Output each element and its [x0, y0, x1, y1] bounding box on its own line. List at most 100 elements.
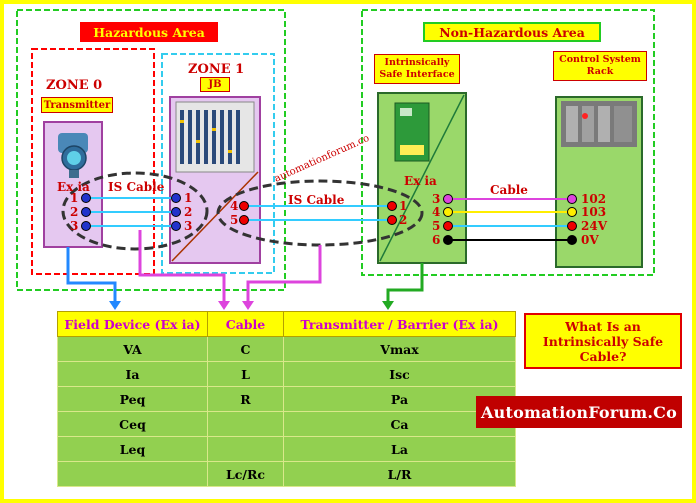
barrier-out-5: 5: [432, 219, 440, 233]
header-cable: Cable: [207, 311, 284, 337]
terminal-0v: [567, 235, 577, 245]
isi-label: Intrinsically Safe Interface: [374, 54, 460, 84]
terminal-24v: [567, 221, 577, 231]
jb-output-numbers: 4 5: [230, 199, 238, 227]
barrier-out-4: 4: [432, 205, 440, 219]
jb-input-terminals: [171, 193, 181, 231]
arrowhead-cable-2: [242, 301, 254, 310]
table-cell: La: [283, 436, 516, 462]
arrowhead-barrier: [382, 301, 394, 310]
arrow-field-device: [66, 247, 117, 303]
barrier-output-numbers: 3 4 5 6: [432, 192, 440, 247]
jb-in-2: 2: [184, 205, 192, 219]
parameter-table: Field Device (Ex ia) Cable Transmitter /…: [57, 311, 516, 487]
table-cell: [207, 436, 284, 462]
question-line2: Intrinsically Safe: [542, 333, 664, 349]
question-box: What Is an Intrinsically Safe Cable?: [524, 313, 682, 369]
rack-photo: [561, 101, 637, 147]
tx-terminal-3: 3: [70, 219, 78, 233]
is-cable-2-label: IS Cable: [288, 193, 345, 207]
header-barrier: Transmitter / Barrier (Ex ia): [283, 311, 516, 337]
rack-label: Control System Rack: [553, 51, 647, 81]
rack-label-line1: Control System: [559, 54, 641, 65]
table-cell: Peq: [57, 386, 208, 412]
barrier-device-icon: [394, 102, 430, 162]
jb-in-1: 1: [184, 191, 192, 205]
table-cell: R: [207, 386, 284, 412]
zone1-label: ZONE 1: [188, 62, 244, 77]
arrow-barrier: [386, 263, 424, 303]
rack-terminal-labels: 102 103 24V 0V: [581, 192, 608, 247]
hazardous-area-border: [16, 9, 286, 291]
rack-24v: 24V: [581, 219, 608, 233]
terminal-103: [567, 207, 577, 217]
arrowhead-field-device: [109, 301, 121, 310]
table-cell: L: [207, 361, 284, 387]
jb-output-terminals: [239, 201, 249, 225]
rack-0v: 0V: [581, 233, 599, 247]
table-cell: [207, 411, 284, 437]
exia-right-label: Ex ia: [404, 174, 437, 188]
jb-diagonal-line: [171, 171, 259, 262]
barrier-out-6: 6: [432, 233, 440, 247]
transmitter-icon: [58, 133, 88, 178]
jb-out-5: 5: [230, 213, 238, 227]
arrowhead-cable-1: [218, 301, 230, 310]
transmitter-label: Transmitter: [41, 97, 113, 113]
table-cell: C: [207, 336, 284, 362]
table-cell: Ceq: [57, 411, 208, 437]
zone0-label: ZONE 0: [46, 78, 102, 93]
question-line1: What Is an: [565, 318, 641, 334]
barrier-input-terminals: [387, 201, 397, 225]
jb-in-3: 3: [184, 219, 192, 233]
hazardous-area-label: Hazardous Area: [80, 22, 218, 42]
zone0-border: [31, 48, 155, 275]
exia-left-label: Ex ia: [57, 180, 90, 194]
table-row: Leq La: [57, 436, 516, 462]
rack-label-line2: Rack: [586, 66, 614, 77]
table-cell: VA: [57, 336, 208, 362]
table-cell: L/R: [283, 461, 516, 487]
cable-label: Cable: [490, 183, 528, 197]
jb-terminal-photo: [175, 101, 255, 173]
terminal-5: [443, 221, 453, 231]
is-cable-1-ellipse: [61, 171, 209, 251]
is-cable-2-wires: [244, 205, 392, 221]
tx-terminal-2: 2: [70, 205, 78, 219]
non-hazardous-area-border: [361, 9, 655, 276]
table-row: Ia L Isc: [57, 361, 516, 387]
barrier-out-3: 3: [432, 192, 440, 206]
brand-logo: AutomationForum.Co: [476, 396, 682, 428]
terminal-102: [567, 194, 577, 204]
barrier-in-2: 2: [399, 213, 407, 227]
table-cell: Leq: [57, 436, 208, 462]
table-cell: Ia: [57, 361, 208, 387]
table-cell: [57, 461, 208, 487]
tx-terminal-1: 1: [70, 191, 78, 205]
table-row: VA C Vmax: [57, 336, 516, 362]
table-row: Lc/Rc L/R: [57, 461, 516, 487]
barrier-input-numbers: 1 2: [399, 199, 407, 227]
terminal-4: [443, 207, 453, 217]
transmitter-terminals: [81, 193, 91, 231]
question-line3: Cable?: [579, 348, 627, 364]
table-row: Peq R Pa: [57, 386, 516, 412]
jb-out-4: 4: [230, 199, 238, 213]
table-cell: Isc: [283, 361, 516, 387]
isi-label-line1: Intrinsically: [384, 57, 450, 68]
rack-102: 102: [581, 192, 606, 206]
table-row: Ceq Ca: [57, 411, 516, 437]
rack-103: 103: [581, 205, 606, 219]
watermark: automationforum.co: [273, 133, 371, 185]
zone1-border: [161, 53, 275, 274]
table-cell: Lc/Rc: [207, 461, 284, 487]
non-hazardous-area-label: Non-Hazardous Area: [423, 22, 601, 42]
terminal-6: [443, 235, 453, 245]
is-cable-1-label: IS Cable: [108, 180, 165, 194]
transmitter-terminal-numbers: 1 2 3: [70, 191, 78, 233]
barrier-diagonal-line: [379, 94, 465, 262]
header-field-device: Field Device (Ex ia): [57, 311, 208, 337]
barrier-in-1: 1: [399, 199, 407, 213]
